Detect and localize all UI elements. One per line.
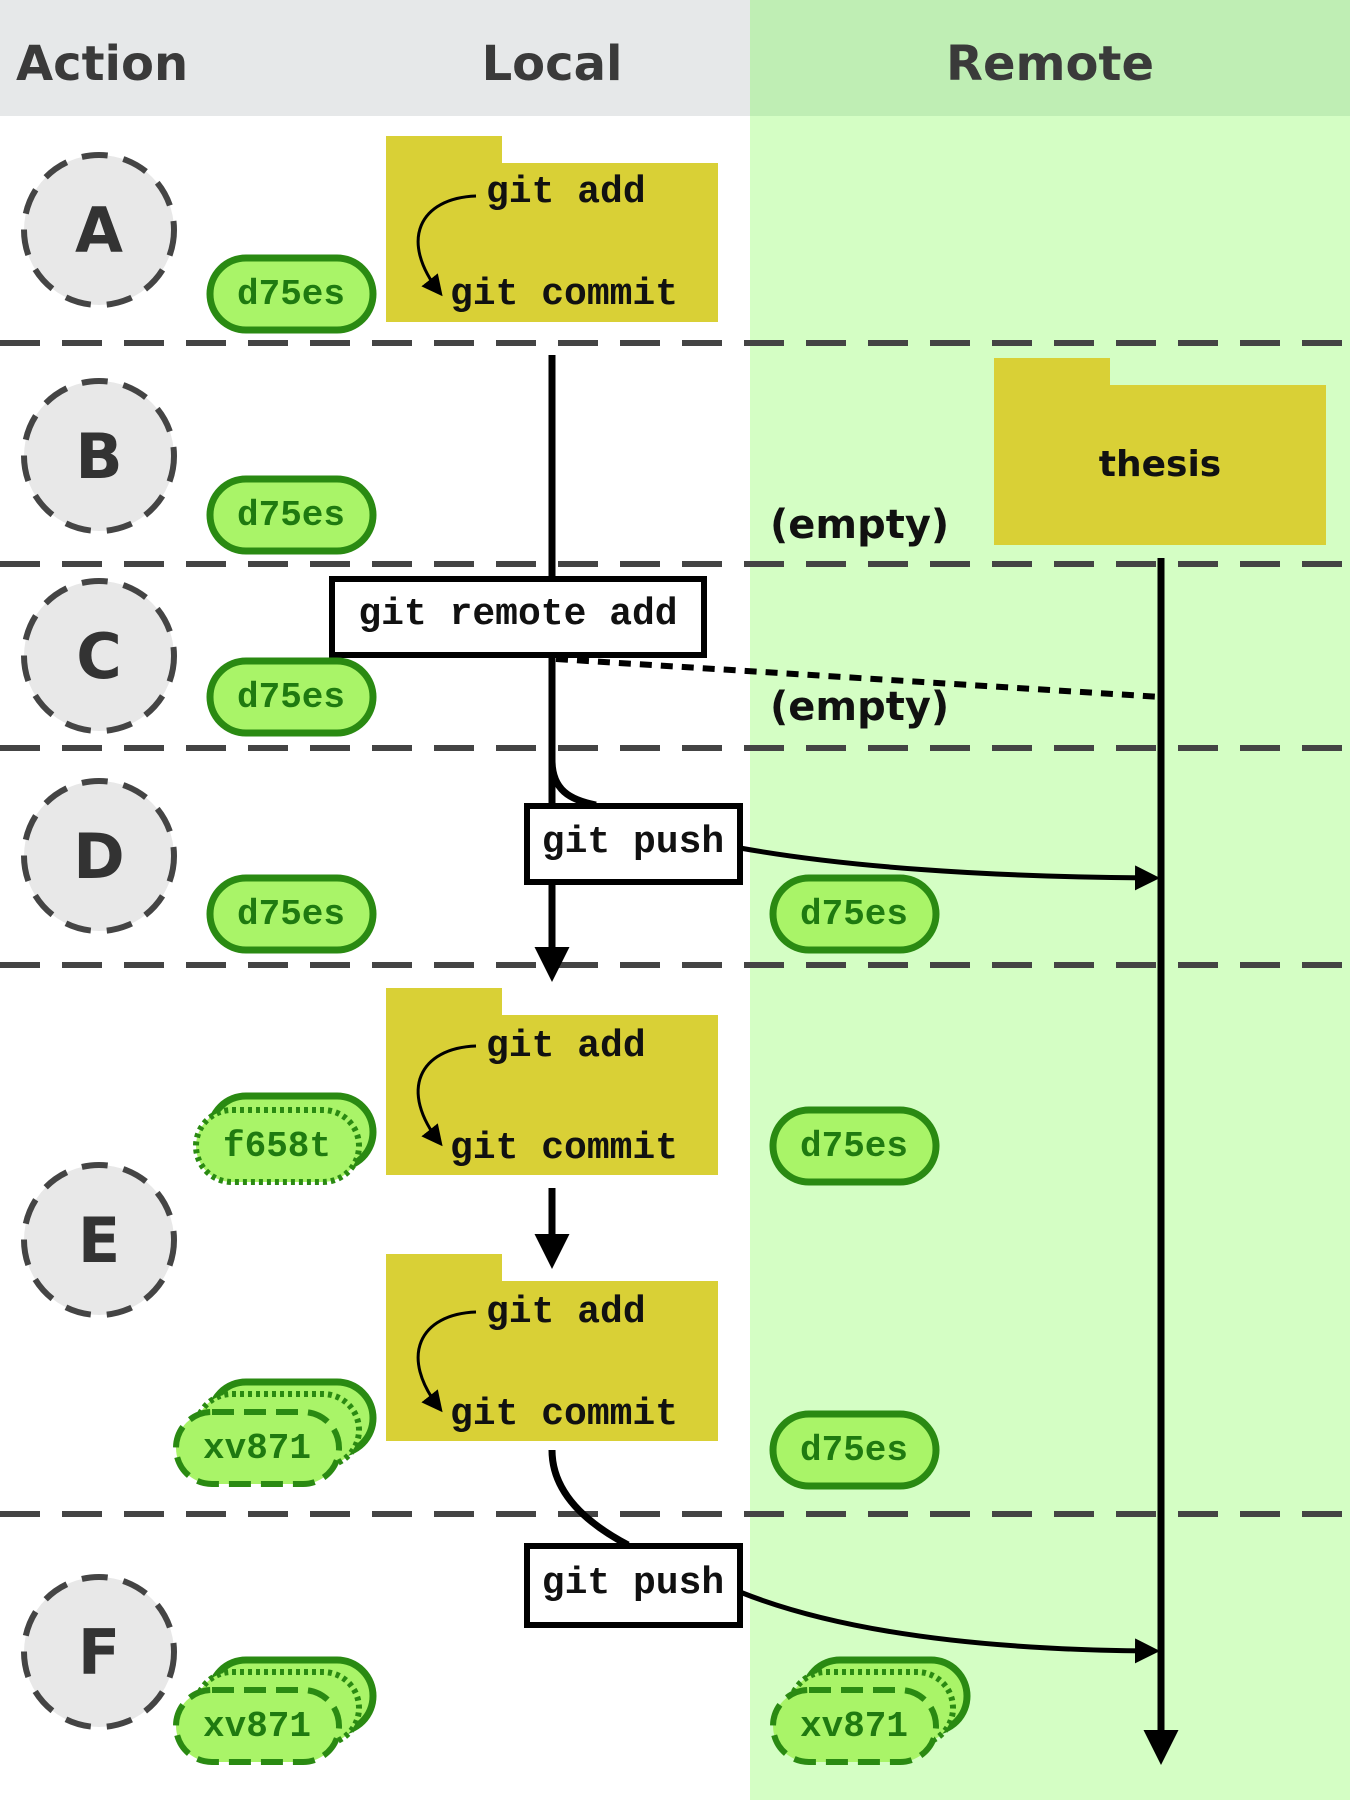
folder-shape-e1: [386, 988, 718, 1175]
git-add-label-e1: git add: [486, 1025, 646, 1068]
row-badge-e-circle: [21, 1162, 177, 1318]
git-push-box-d-frame: [524, 803, 743, 885]
row-badge-b: B: [21, 378, 177, 534]
row-badge-d-circle: [21, 778, 177, 934]
local-folder-e2: git add git commit: [386, 1254, 718, 1441]
remote-commit-e1-hash: d75es: [800, 1126, 908, 1167]
local-header-background: [0, 0, 750, 116]
git-remote-add-box-frame: [329, 576, 707, 658]
remote-commit-e1: d75es: [769, 1106, 940, 1186]
local-folder-a: git add git commit: [386, 136, 718, 322]
folder-shape-a: [386, 136, 718, 322]
local-folder-e1: git add git commit: [386, 988, 718, 1175]
push-arrow-f: [739, 1589, 1160, 1664]
remote-header-background: [750, 0, 1350, 116]
row-label-b: B: [75, 420, 122, 493]
git-commit-label-e2: git commit: [450, 1393, 678, 1436]
git-add-label-e2: git add: [486, 1291, 646, 1334]
local-commit-a: d75es: [206, 254, 377, 334]
row-label-a: A: [75, 194, 123, 267]
remote-commit-f-xv871-hash: xv871: [800, 1706, 908, 1747]
remote-commit-d-hash: d75es: [800, 894, 908, 935]
git-push-box-f: git push: [524, 1543, 743, 1628]
git-push-label-d: git push: [542, 821, 724, 864]
local-commit-b-pill: [206, 475, 377, 555]
add-to-commit-arrow-e2: [416, 1310, 477, 1413]
git-commit-label-a: git commit: [450, 273, 678, 316]
git-add-label-a: git add: [486, 171, 646, 214]
local-commit-a-pill: [206, 254, 377, 334]
remote-commit-e1-pill: [769, 1106, 940, 1186]
local-commit-f-xv871-hash: xv871: [203, 1706, 311, 1747]
remote-column-header: Remote: [946, 36, 1154, 92]
folder-shape-e2: [386, 1254, 718, 1441]
git-push-box-d: git push: [524, 803, 743, 885]
remote-empty-label-c: (empty): [770, 684, 949, 730]
local-commit-c: d75es: [206, 657, 377, 737]
local-commit-e-f658t-hash: f658t: [223, 1126, 331, 1167]
local-commit-d: d75es: [206, 874, 377, 954]
remote-folder-shape: [994, 358, 1326, 545]
git-remote-add-label: git remote add: [358, 593, 677, 636]
row-badge-d: D: [21, 778, 177, 934]
row-badge-b-circle: [21, 378, 177, 534]
row-badge-f: F: [21, 1574, 177, 1730]
remote-commit-stack-front-f: [770, 1687, 939, 1765]
local-column-header: Local: [482, 36, 623, 92]
remote-commit-e2-hash: d75es: [800, 1430, 908, 1471]
push-arrow-d: [739, 845, 1160, 891]
git-push-box-f-frame: [524, 1543, 743, 1628]
git-commit-label-e1: git commit: [450, 1127, 678, 1170]
local-commit-d-pill: [206, 874, 377, 954]
row-badge-f-circle: [21, 1574, 177, 1730]
local-commit-e-xv871-hash: xv871: [203, 1428, 311, 1469]
commit-stack-front-e1: [193, 1107, 362, 1185]
remote-commit-e2-pill: [769, 1410, 940, 1490]
remote-commit-e2: d75es: [769, 1410, 940, 1490]
row-label-d: D: [73, 820, 124, 893]
remote-link-dotted: [555, 656, 1162, 700]
local-commit-b-hash: d75es: [237, 495, 345, 536]
commit-stack-front-e2: [173, 1409, 342, 1487]
local-timeline-e-push: [548, 1449, 630, 1549]
local-commit-e-f658t: f658t: [193, 1092, 377, 1185]
remote-empty-label-b: (empty): [770, 502, 949, 548]
git-push-label-f: git push: [542, 1562, 724, 1605]
remote-folder-thesis: thesis: [994, 358, 1326, 545]
remote-folder-label: thesis: [1099, 444, 1221, 485]
row-label-e: E: [78, 1204, 120, 1277]
local-commit-f-xv871: xv871: [173, 1656, 377, 1765]
remote-commit-f-xv871: xv871: [770, 1656, 971, 1765]
remote-commit-d-pill: [769, 874, 940, 954]
row-label-c: C: [76, 620, 122, 693]
git-remote-add-box: git remote add: [329, 576, 707, 658]
row-badge-a-circle: [21, 152, 177, 308]
add-to-commit-arrow-a: [416, 194, 477, 297]
action-column-header: Action: [16, 36, 188, 92]
row-badge-a: A: [21, 152, 177, 308]
remote-commit-d: d75es: [769, 874, 940, 954]
row-badge-e: E: [21, 1162, 177, 1318]
row-badges: A B C D E F: [21, 152, 177, 1730]
row-label-f: F: [78, 1616, 120, 1689]
local-commit-e-xv871: xv871: [173, 1378, 377, 1487]
row-dividers: [0, 340, 1350, 1517]
local-commit-d-hash: d75es: [237, 894, 345, 935]
local-commit-b: d75es: [206, 475, 377, 555]
commit-stack-front-f: [173, 1687, 342, 1765]
local-commit-c-pill: [206, 657, 377, 737]
local-commit-a-hash: d75es: [237, 274, 345, 315]
row-badge-c: C: [21, 578, 177, 734]
row-badge-c-circle: [21, 578, 177, 734]
local-commit-c-hash: d75es: [237, 677, 345, 718]
add-to-commit-arrow-e1: [416, 1044, 477, 1147]
local-timeline-d-push: [548, 759, 597, 809]
